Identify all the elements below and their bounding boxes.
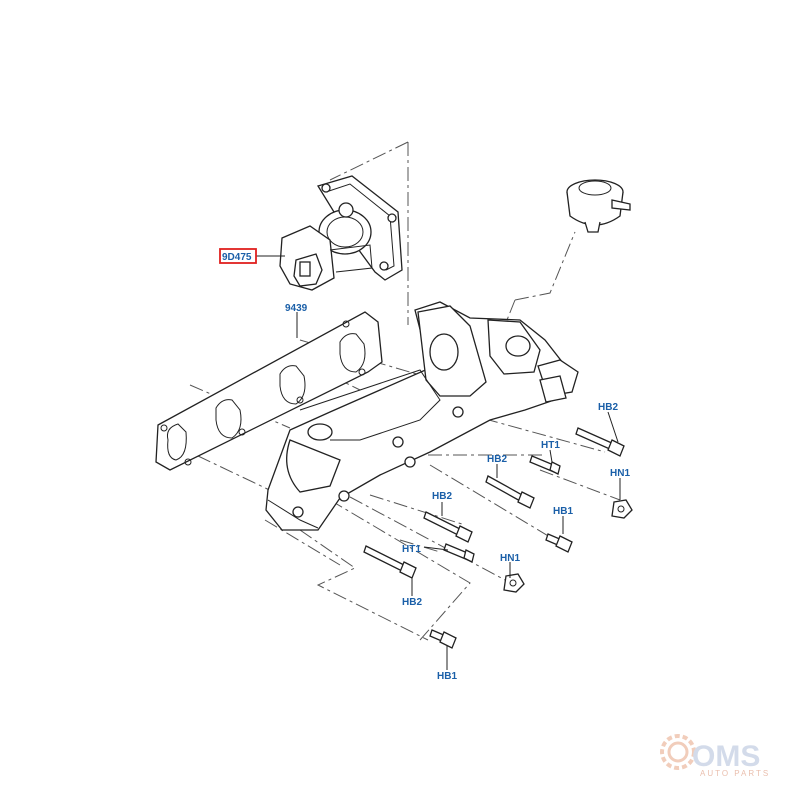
watermark-sub: AUTO PARTS [700, 769, 770, 778]
label-hb2-b[interactable]: HB2 [487, 454, 507, 465]
bolt-hb1-b[interactable] [429, 629, 457, 649]
gasket[interactable] [155, 311, 383, 471]
watermark-brand: OMS [692, 740, 760, 773]
bolt-hb2-c[interactable] [423, 511, 473, 543]
label-hb1-a[interactable]: HB1 [553, 506, 573, 517]
label-hb2-c[interactable]: HB2 [432, 491, 452, 502]
stud-ht1-a[interactable] [529, 455, 561, 475]
vacuum-actuator[interactable] [566, 179, 631, 233]
label-9439[interactable]: 9439 [285, 303, 308, 314]
egr-valve-highlight [219, 248, 257, 264]
label-hn1-b[interactable]: HN1 [500, 553, 520, 564]
stud-ht1-b[interactable] [443, 543, 475, 563]
bolt-hb2-a[interactable] [575, 427, 625, 457]
gear-icon [660, 734, 696, 770]
label-hb1-b[interactable]: HB1 [437, 671, 457, 682]
label-9d475[interactable]: 9D475 [222, 252, 252, 263]
egr-valve[interactable] [279, 175, 403, 291]
bolt-hb2-b[interactable] [485, 475, 535, 509]
label-hb2-a[interactable]: HB2 [598, 402, 618, 413]
nut-hn1-a[interactable] [611, 499, 633, 519]
leader-lines [256, 255, 621, 670]
bolt-hb1-a[interactable] [545, 533, 573, 553]
part-labels: 9D475 9439 HB2 HT1 HN1 HB2 HB1 HB2 HT1 H… [219, 248, 630, 682]
watermark-logo: OMS AUTO PARTS [660, 734, 770, 778]
label-hn1-a[interactable]: HN1 [610, 468, 630, 479]
label-hb2-d[interactable]: HB2 [402, 597, 422, 608]
nut-hn1-b[interactable] [503, 573, 525, 593]
intake-manifold[interactable] [265, 301, 579, 531]
label-ht1-a[interactable]: HT1 [541, 440, 560, 451]
label-ht1-b[interactable]: HT1 [402, 544, 421, 555]
